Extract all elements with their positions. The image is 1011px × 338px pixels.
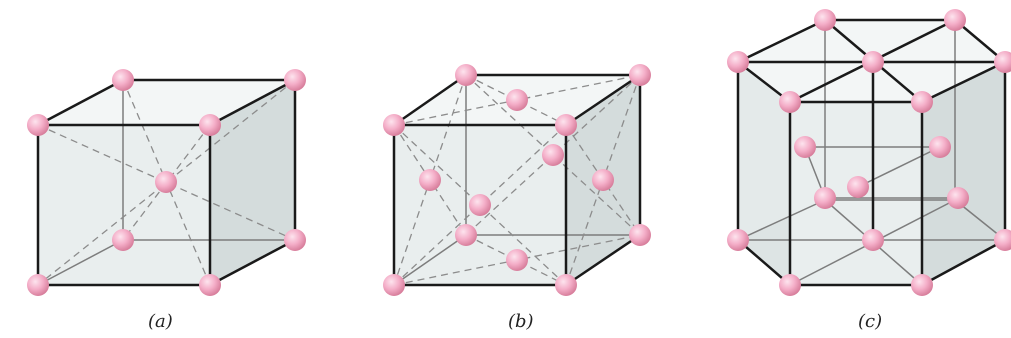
atom xyxy=(455,64,477,86)
panel-b-label: (b) xyxy=(508,311,534,332)
atom xyxy=(112,229,134,251)
atom-mid-layer xyxy=(814,187,836,209)
atom xyxy=(199,274,221,296)
panel-b-atoms xyxy=(383,64,651,296)
atom xyxy=(944,9,966,31)
atom xyxy=(383,114,405,136)
atom xyxy=(911,274,933,296)
atom-top-center xyxy=(862,51,884,73)
atom xyxy=(629,224,651,246)
panel-c-hcp-unit-cell xyxy=(727,9,1011,296)
atom xyxy=(779,274,801,296)
atom-face-center-back xyxy=(542,144,564,166)
panel-c-atoms xyxy=(727,9,1011,296)
atom xyxy=(455,224,477,246)
panel-a-visible-edges xyxy=(36,78,297,287)
atom-face-center-left xyxy=(419,169,441,191)
atom-mid-layer xyxy=(929,136,951,158)
atom xyxy=(862,229,884,251)
panel-a-right-face xyxy=(210,80,295,285)
atom xyxy=(994,51,1011,73)
panel-a-front-face xyxy=(38,125,210,285)
atom-mid-layer xyxy=(794,136,816,158)
atom xyxy=(284,69,306,91)
atom xyxy=(629,64,651,86)
panel-b-fcc-unit-cell xyxy=(383,64,651,296)
atom xyxy=(727,229,749,251)
atom xyxy=(284,229,306,251)
panel-a-label: (a) xyxy=(148,311,173,332)
atom-mid-layer xyxy=(847,176,869,198)
atom-face-center-front xyxy=(469,194,491,216)
atom xyxy=(814,9,836,31)
atom xyxy=(199,114,221,136)
atom xyxy=(994,229,1011,251)
atom xyxy=(27,114,49,136)
panel-b-hidden-edges xyxy=(393,75,640,286)
atom-face-center-right xyxy=(592,169,614,191)
panel-a-bcc-unit-cell xyxy=(27,69,306,296)
panel-a-atoms xyxy=(27,69,306,296)
atom xyxy=(27,274,49,296)
atom xyxy=(727,51,749,73)
atom-body-center xyxy=(155,171,177,193)
atom-face-center-top xyxy=(506,89,528,111)
atom xyxy=(555,274,577,296)
atom xyxy=(383,274,405,296)
atom xyxy=(911,91,933,113)
atom-mid-layer xyxy=(947,187,969,209)
atom-face-center-bottom xyxy=(506,249,528,271)
atom xyxy=(779,91,801,113)
atom xyxy=(555,114,577,136)
atom xyxy=(112,69,134,91)
panel-c-right-face xyxy=(922,62,1005,285)
panel-c-label: (c) xyxy=(858,311,883,332)
